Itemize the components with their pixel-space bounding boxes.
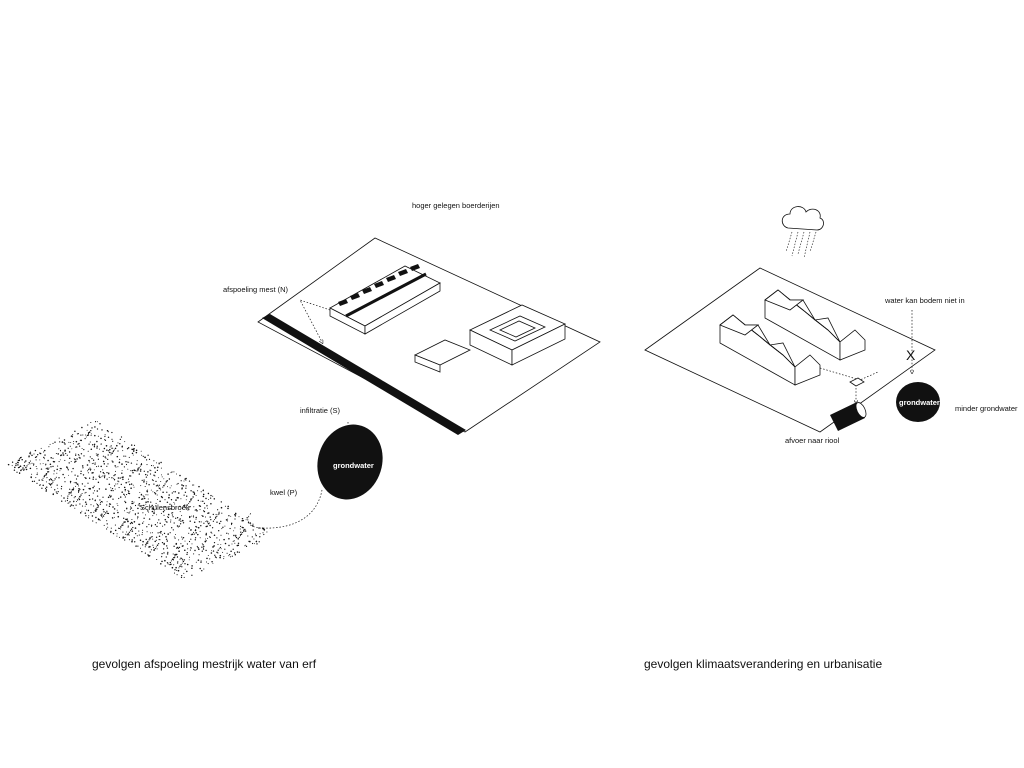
row-houses-front xyxy=(719,314,821,386)
label-seepage: kwel (P) xyxy=(270,488,298,497)
label-soil-blocked: water kan bodem niet in xyxy=(884,296,965,305)
caption-right: gevolgen klimaatsverandering en urbanisa… xyxy=(644,657,882,671)
cow-icons xyxy=(338,264,420,306)
groundwater-label-small: grondwater xyxy=(899,398,940,407)
caption-left: gevolgen afspoeling mestrijk water van e… xyxy=(92,657,317,671)
label-less-groundwater: minder grondwater xyxy=(955,404,1018,413)
groundwater-blob xyxy=(317,424,383,500)
right-diagram: X grondwater water kan bodem niet in min… xyxy=(644,206,1018,671)
left-diagram: grondwater hoger gelegen boerderijen afs… xyxy=(7,201,601,671)
label-manure-runoff: afspoeling mest (N) xyxy=(223,285,289,294)
sewer-pipe xyxy=(830,402,867,431)
label-higher-farms: hoger gelegen boerderijen xyxy=(412,201,500,210)
label-schulensbroek: Schulensbroek xyxy=(140,503,190,512)
farmhouse-complex xyxy=(414,304,566,373)
groundwater-label: grondwater xyxy=(333,461,374,470)
rain-cloud-icon xyxy=(781,206,824,259)
label-sewer-drain: afvoer naar riool xyxy=(785,436,840,445)
blocked-x-icon: X xyxy=(906,347,916,363)
schulensbroek-stipple-area xyxy=(7,421,268,579)
drain-pit xyxy=(849,377,865,387)
runoff-arrow xyxy=(299,299,331,342)
urban-ground-plane xyxy=(644,267,936,433)
stable-building xyxy=(329,265,441,335)
road-strip xyxy=(262,314,466,435)
row-houses-back xyxy=(764,289,866,361)
groundwater-blob-small xyxy=(896,382,940,422)
drain-dashed-line xyxy=(819,367,879,381)
seepage-arrow xyxy=(247,489,323,529)
label-infiltration: infiltratie (S) xyxy=(300,406,341,415)
